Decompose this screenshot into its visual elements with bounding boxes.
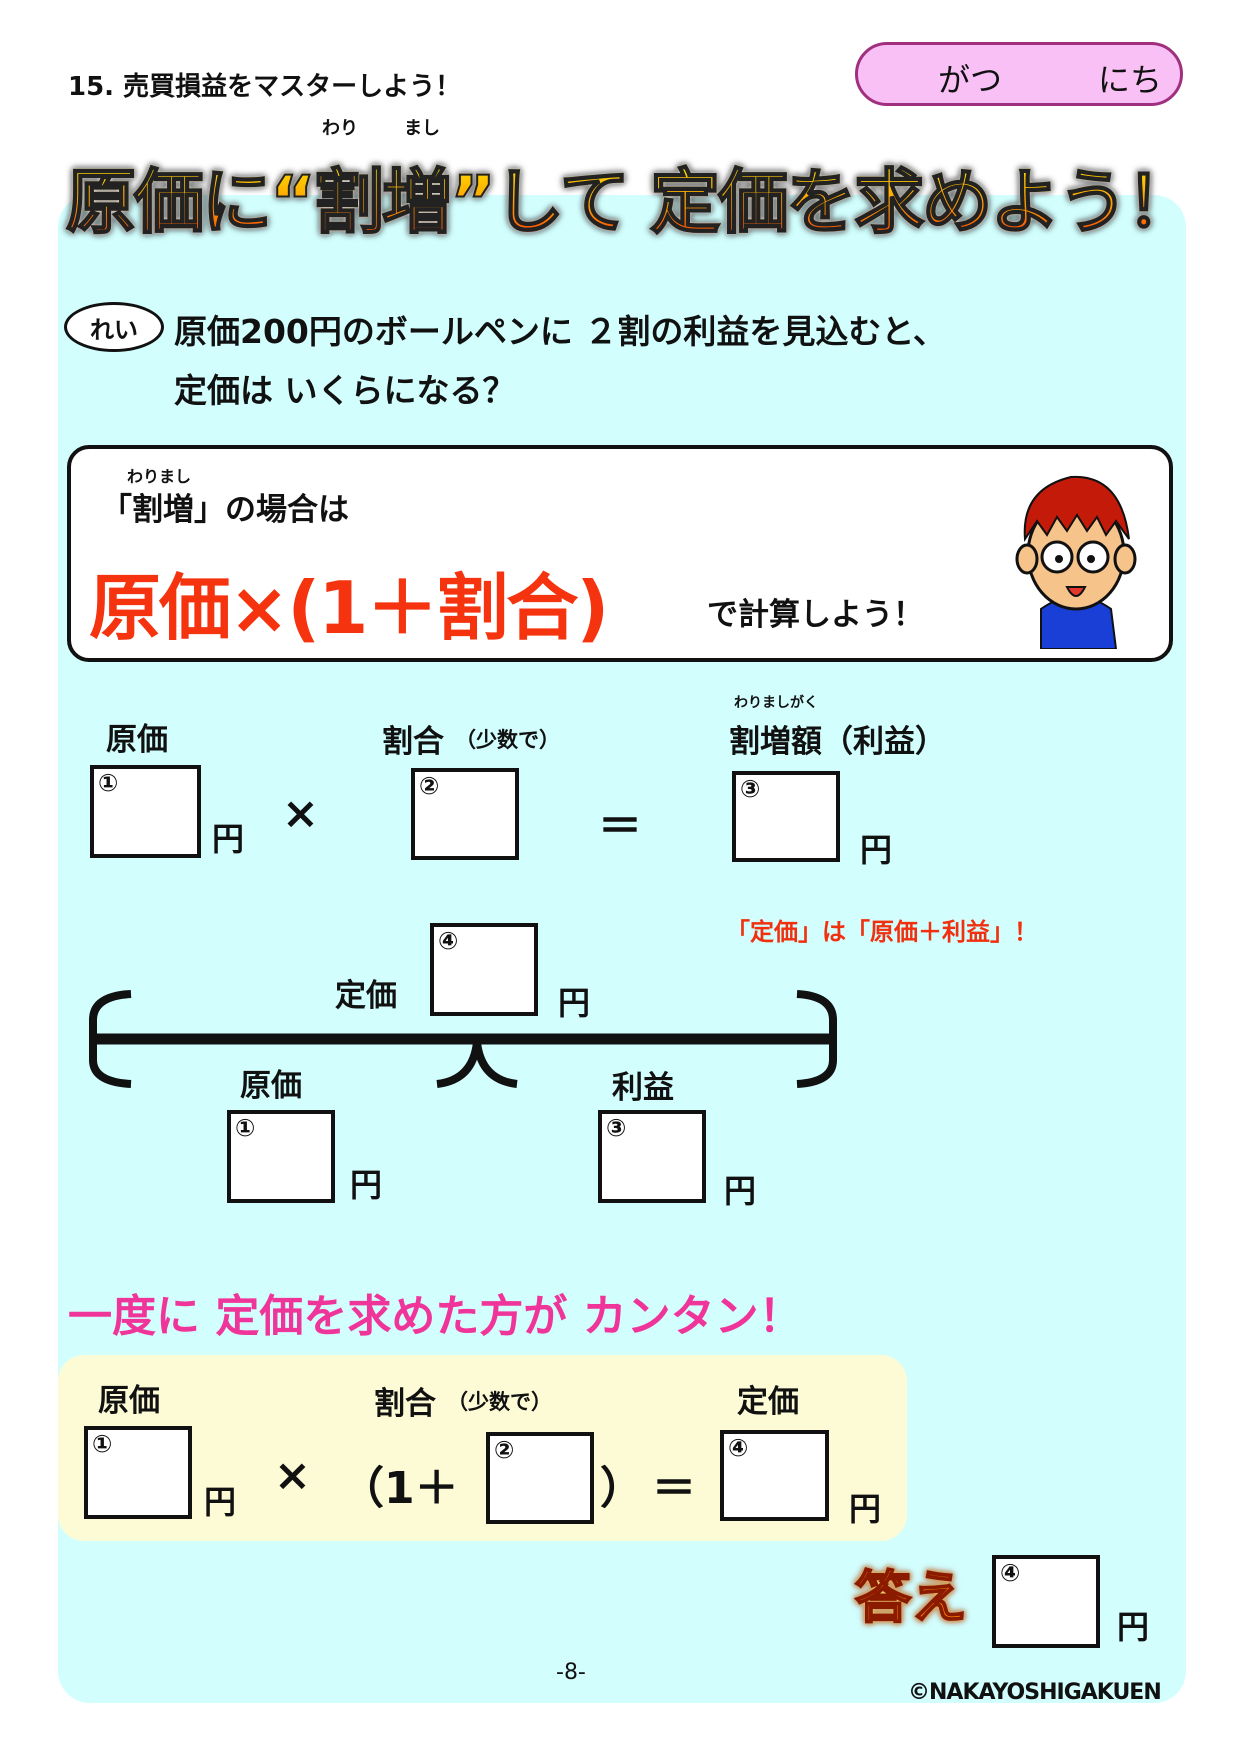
example-badge: れい [64, 302, 164, 352]
shortcut-headline: 一度に 定価を求めた方が カンタン！ [68, 1291, 803, 1342]
answer-box-2[interactable]: ② [486, 1432, 594, 1524]
box-number: ③ [606, 1114, 627, 1142]
label-rate-note: （少数で） [455, 728, 560, 752]
answer-box-1[interactable]: ① [227, 1110, 335, 1203]
page-number: -8- [556, 1660, 586, 1685]
label-amount: 割増額（利益） [729, 724, 946, 760]
answer-box-2[interactable]: ② [411, 768, 519, 860]
label-rate: 割合 [374, 1386, 436, 1422]
furigana-warimashi: わりまし [127, 467, 192, 486]
boy-character-illustration [1015, 475, 1137, 649]
equals-sign: ＝ [598, 801, 642, 852]
answer-badge: 答え [854, 1565, 968, 1632]
label-rate: 割合 [382, 724, 444, 760]
yen-unit: 円 [724, 1172, 757, 1210]
label-rate-note: （少数で） [447, 1390, 552, 1414]
box-number: ② [419, 772, 440, 800]
furigana-warimashigaku: わりましがく [734, 695, 818, 711]
close-paren: ） [600, 1463, 644, 1514]
equals-sign: ＝ [652, 1463, 696, 1514]
furigana-wari: わり [322, 118, 358, 139]
label-cost: 原価 [106, 722, 168, 758]
box-number: ① [92, 1430, 113, 1458]
box-number: ③ [740, 775, 761, 803]
answer-box-4[interactable]: ④ [720, 1430, 829, 1521]
box-number: ④ [728, 1434, 749, 1462]
example-question-line1: 原価200円のボールペンに ２割の利益を見込むと、 [174, 312, 947, 351]
yen-unit: 円 [350, 1166, 383, 1204]
open-paren-one-plus: （1＋ [340, 1463, 459, 1514]
price-note: 「定価」は「原価＋利益」！ [726, 918, 1038, 946]
box-number: ④ [438, 927, 459, 955]
answer-box-1[interactable]: ① [84, 1426, 192, 1519]
copyright: ©NAKAYOSHIGAKUEN [908, 1680, 1162, 1705]
label-price: 定価 [737, 1384, 799, 1420]
date-day-label: にち [1098, 61, 1163, 99]
yen-unit: 円 [1117, 1608, 1150, 1646]
yen-unit: 円 [558, 984, 591, 1022]
furigana-mashi: まし [404, 118, 440, 139]
unit-title: 15. 売買損益をマスターしよう！ [68, 72, 462, 102]
example-badge-label: れい [90, 315, 138, 344]
answer-box-3[interactable]: ③ [732, 771, 840, 862]
label-cost: 原価 [98, 1383, 160, 1419]
times-sign: × [282, 788, 319, 839]
date-month-label: がつ [938, 61, 1003, 99]
box-number: ① [98, 769, 119, 797]
label-profit: 利益 [612, 1070, 674, 1106]
formula-heading: 「割増」の場合は [101, 492, 349, 528]
yen-unit: 円 [212, 820, 245, 858]
answer-box-3[interactable]: ③ [598, 1110, 706, 1203]
times-sign: × [274, 1450, 311, 1501]
answer-box-4[interactable]: ④ [430, 923, 538, 1016]
brace-divider [89, 990, 837, 1088]
example-question-line2: 定価は いくらになる？ [174, 371, 516, 410]
box-number: ② [494, 1436, 515, 1464]
yen-unit: 円 [860, 831, 893, 869]
label-cost: 原価 [240, 1068, 302, 1104]
date-field[interactable]: がつ にち [855, 42, 1183, 106]
answer-box-1[interactable]: ① [90, 765, 201, 858]
box-number: ① [235, 1114, 256, 1142]
final-answer-box[interactable]: ④ [992, 1555, 1100, 1648]
label-price: 定価 [335, 978, 397, 1014]
formula-suffix: で計算しよう！ [707, 597, 924, 633]
formula-text: 原価×(1＋割合) [89, 566, 609, 650]
yen-unit: 円 [204, 1483, 237, 1521]
yen-unit: 円 [849, 1490, 882, 1528]
page-title: 原価に“割増”して 定価を求めよう！ [65, 160, 1197, 244]
formula-box: わりまし 「割増」の場合は 原価×(1＋割合) で計算しよう！ [67, 445, 1173, 662]
box-number: ④ [1000, 1559, 1021, 1587]
